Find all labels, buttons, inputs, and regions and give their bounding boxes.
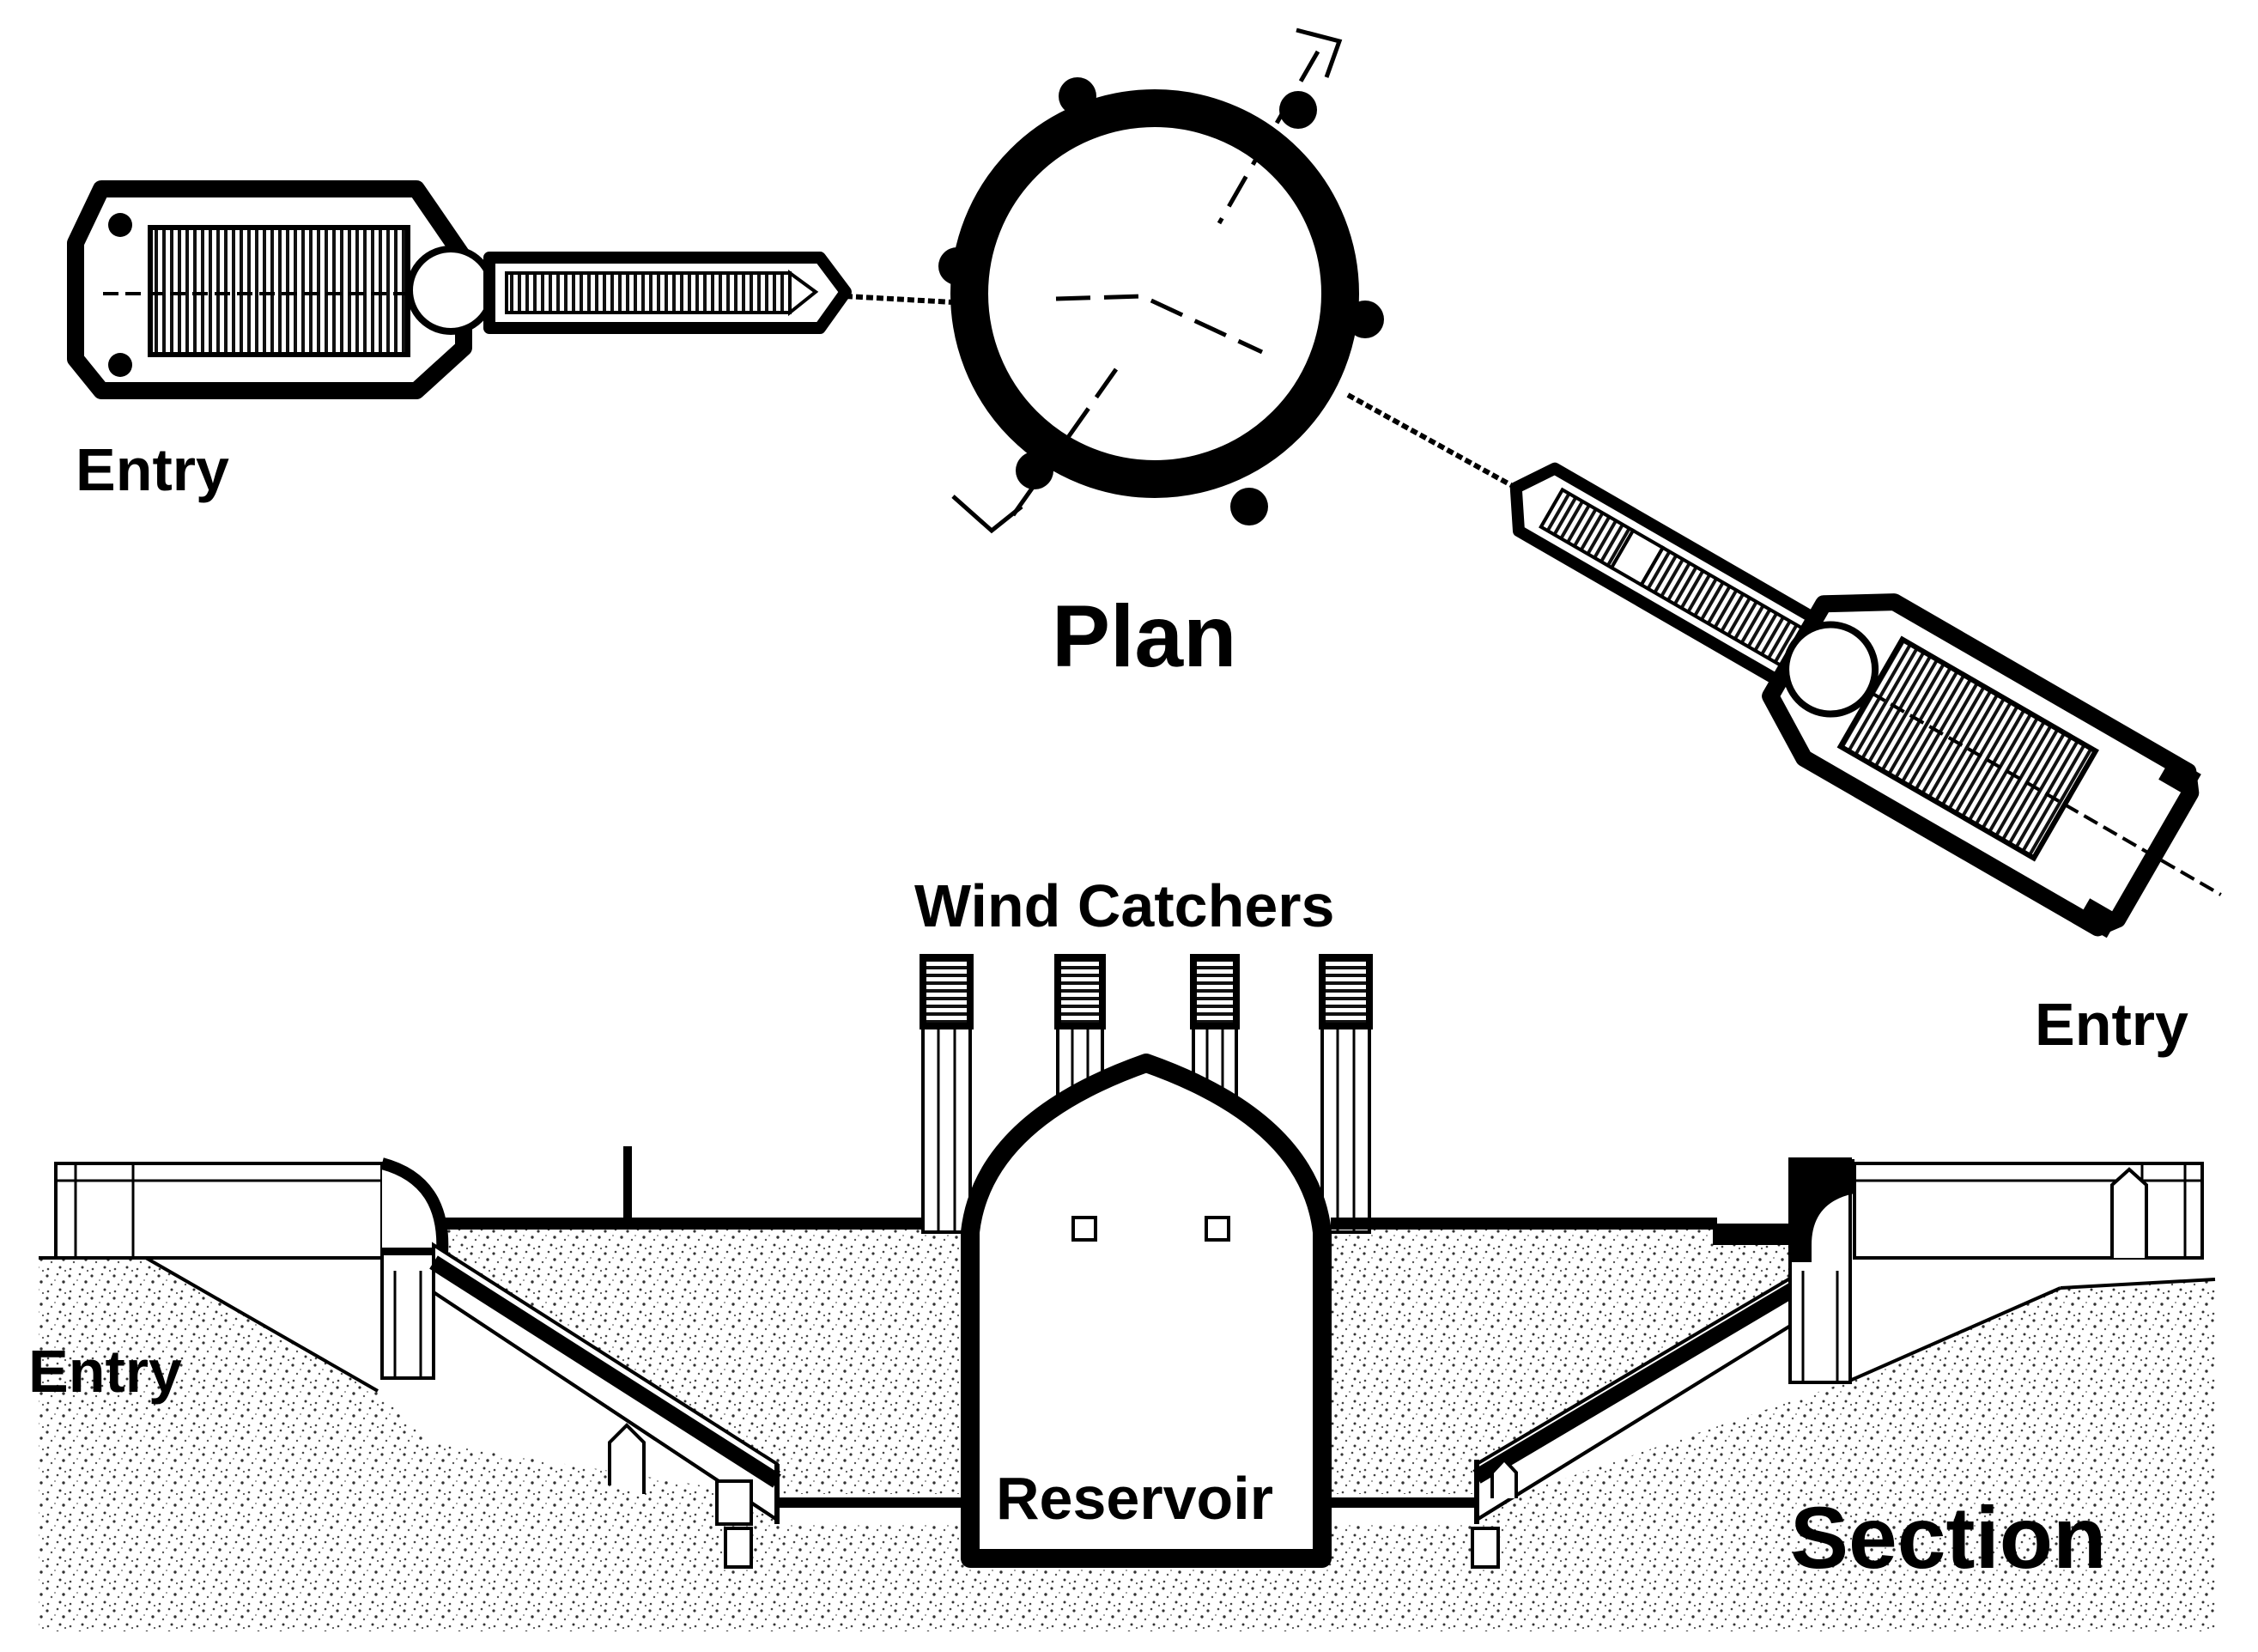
plan-label: Plan [1052,587,1237,685]
section-left-backfill [438,1224,962,1494]
section-right-backfill [1331,1224,1790,1494]
plan-reservoir-dome [938,27,1384,534]
section-view [39,954,2216,1631]
entry-label-plan-left: Entry [76,436,229,503]
reservoir-label: Reservoir [996,1465,1273,1532]
wind-catcher-4 [1319,954,1373,1234]
plan-left-entrance [67,180,495,399]
section-right-pavilion [1788,1157,2204,1384]
plan-right-connector [1346,392,1513,488]
plan-left-stair-passage [483,252,954,334]
section-left-pavilion [54,1157,449,1380]
plan-right-entrance [1509,462,2222,938]
wind-catchers-label: Wind Catchers [914,872,1335,939]
section-label: Section [1790,1489,2107,1587]
entry-label-plan-right: Entry [2035,991,2188,1058]
entry-label-section: Entry [28,1338,182,1405]
wind-catcher-1 [920,954,974,1234]
section-reservoir [961,1054,1332,1568]
section-left-stairway [429,1146,962,1569]
section-wind-catchers [920,954,1373,1234]
plan-view [67,27,2222,938]
section-right-stairway [1322,1218,1807,1569]
